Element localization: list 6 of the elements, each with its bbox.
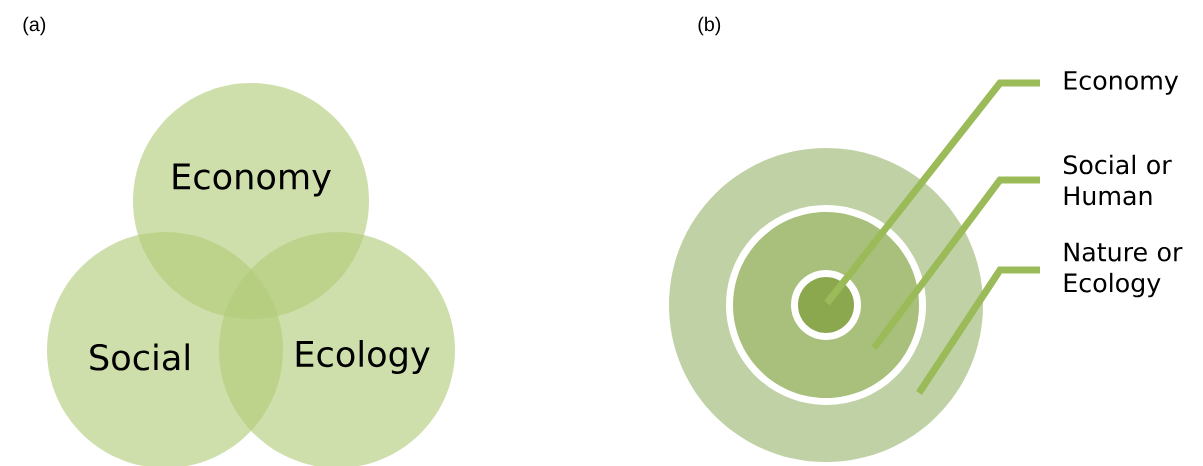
callout-text: Economy — [1064, 71, 1179, 95]
ring-circle — [791, 270, 861, 340]
callout-text: Social or Human — [1063, 154, 1172, 206]
callout-text: Nature or Ecology — [1064, 242, 1183, 298]
panel-label: (a) — [23, 16, 46, 36]
panel-label: (b) — [698, 16, 721, 36]
